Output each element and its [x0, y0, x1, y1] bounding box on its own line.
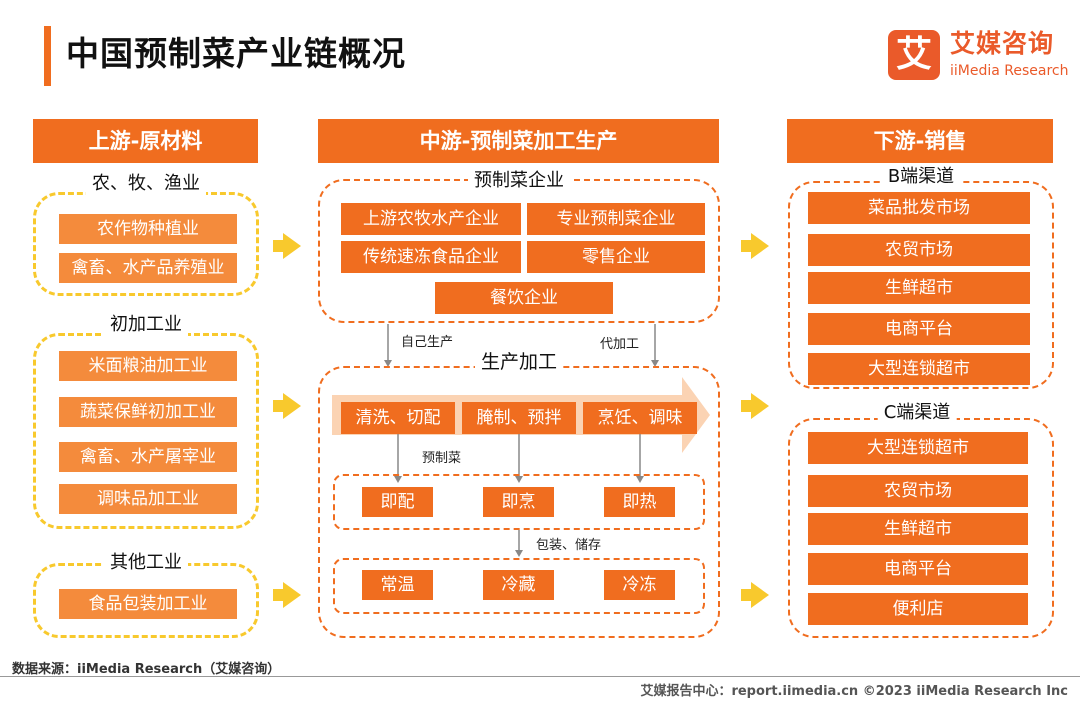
upstream-group-label: 其他工业: [104, 551, 188, 575]
package-connector-line: [515, 530, 523, 557]
upstream-group-label: 初加工业: [104, 313, 188, 337]
process-step: 清洗、切配: [341, 402, 455, 434]
connector-lines: [384, 324, 659, 367]
c-channel-item: 便利店: [808, 593, 1028, 625]
logo-name-cn: 艾媒咨询: [950, 29, 1055, 58]
process-step: 烹饪、调味: [583, 402, 697, 434]
storage-item: 常温: [362, 570, 433, 600]
title-accent-bar: [44, 26, 51, 86]
downstream-header: 下游-销售: [787, 119, 1053, 163]
c-channel-label: C端渠道: [877, 401, 957, 425]
c-channel-item: 大型连锁超市: [808, 432, 1028, 464]
enterprise-item: 餐饮企业: [435, 282, 613, 314]
footer-divider: [0, 676, 1080, 677]
enterprise-item: 专业预制菜企业: [527, 203, 705, 235]
upstream-header: 上游-原材料: [33, 119, 258, 163]
package-storage-label: 包装、储存: [536, 538, 602, 553]
upstream-item: 禽畜、水产品养殖业: [59, 253, 237, 283]
c-channel-item: 农贸市场: [808, 475, 1028, 507]
storage-item: 冷藏: [483, 570, 554, 600]
b-channel-item: 农贸市场: [808, 234, 1030, 266]
step-connector-lines: [394, 434, 644, 483]
upstream-item: 米面粮油加工业: [59, 351, 237, 381]
b-channel-item: 大型连锁超市: [808, 353, 1030, 385]
type-item: 即配: [362, 487, 433, 517]
upstream-item: 蔬菜保鲜初加工业: [59, 397, 237, 427]
enterprise-item: 零售企业: [527, 241, 705, 273]
type-item: 即热: [604, 487, 675, 517]
upstream-item: 禽畜、水产屠宰业: [59, 442, 237, 472]
upstream-item: 调味品加工业: [59, 484, 237, 514]
c-channel-item: 生鲜超市: [808, 513, 1028, 545]
flow-arrow-icon: [273, 582, 301, 608]
midstream-header: 中游-预制菜加工生产: [318, 119, 719, 163]
process-step: 腌制、预拌: [462, 402, 576, 434]
flow-arrow-icon: [273, 233, 301, 259]
self-production-label: 自己生产: [401, 335, 454, 350]
c-channel-item: 电商平台: [808, 553, 1028, 585]
enterprise-item: 传统速冻食品企业: [341, 241, 521, 273]
type-item: 即烹: [483, 487, 554, 517]
upstream-item: 农作物种植业: [59, 214, 237, 244]
flow-arrow-icon: [741, 582, 769, 608]
footer-copyright: 艾媒报告中心：report.iimedia.cn ©2023 iiMedia R…: [640, 684, 1068, 699]
logo-name-en: iiMedia Research: [950, 63, 1069, 79]
data-source: 数据来源：iiMedia Research（艾媒咨询）: [12, 662, 281, 677]
production-label: 生产加工: [474, 350, 564, 374]
upstream-group-label: 农、牧、渔业: [86, 172, 206, 196]
b-channel-item: 电商平台: [808, 313, 1030, 345]
prepared-dish-label: 预制菜: [422, 451, 462, 466]
upstream-item: 食品包装加工业: [59, 589, 237, 619]
enterprise-item: 上游农牧水产企业: [341, 203, 521, 235]
oem-label: 代加工: [600, 337, 640, 352]
type-container: [333, 474, 705, 530]
flow-arrow-icon: [741, 233, 769, 259]
b-channel-label: B端渠道: [881, 165, 961, 189]
flow-arrow-icon: [741, 393, 769, 419]
page-title: 中国预制菜产业链概况: [66, 34, 406, 73]
b-channel-item: 生鲜超市: [808, 272, 1030, 304]
b-channel-item: 菜品批发市场: [808, 192, 1030, 224]
storage-item: 冷冻: [604, 570, 675, 600]
logo-mark: 艾: [888, 30, 940, 80]
storage-container: [333, 558, 705, 614]
enterprise-label: 预制菜企业: [468, 169, 570, 193]
flow-arrow-icon: [273, 393, 301, 419]
